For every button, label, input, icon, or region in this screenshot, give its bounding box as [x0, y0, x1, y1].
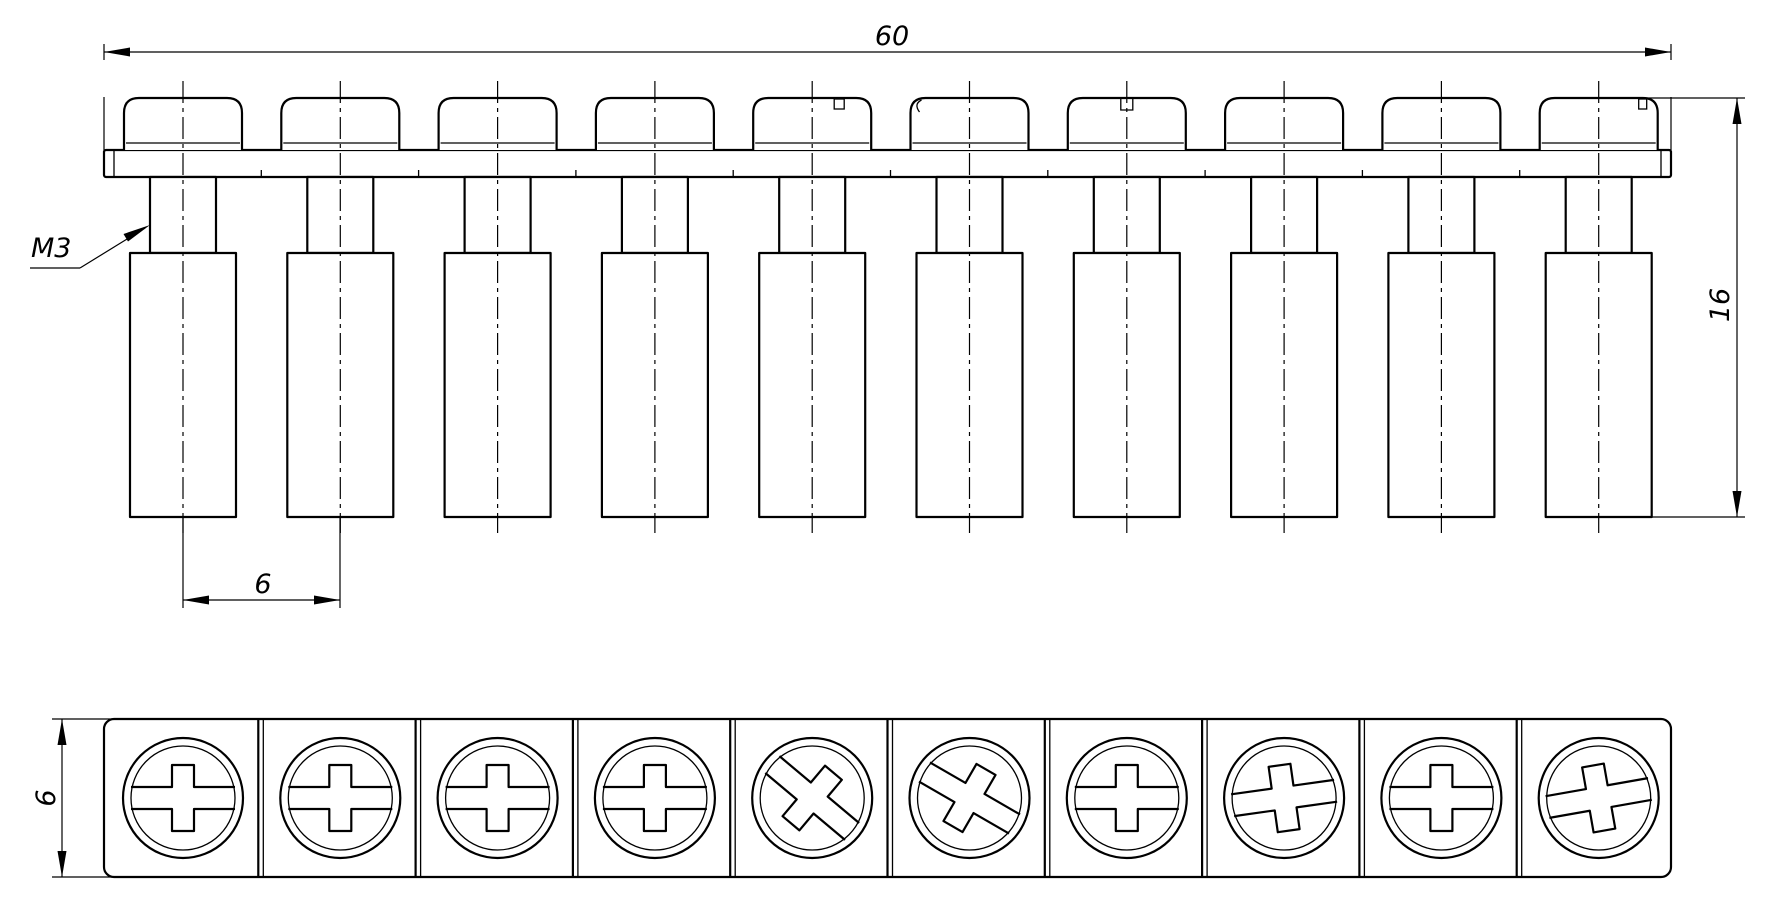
cross-slot — [1074, 763, 1179, 833]
dimension-width: 6 — [31, 718, 112, 878]
phillips-recess — [918, 761, 1021, 835]
phillips-recess — [1074, 763, 1179, 833]
terminal-cell-2 — [257, 719, 402, 877]
terminal-cell-3 — [414, 719, 559, 877]
screw-head-outer — [751, 736, 874, 860]
screw-head-inner — [1231, 745, 1337, 851]
phillips-recess — [1230, 762, 1338, 834]
screw-head-inner — [916, 745, 1023, 851]
pin-5 — [752, 81, 873, 533]
cross-slot — [764, 755, 860, 841]
top-view — [102, 717, 1673, 879]
slot-mark — [916, 99, 922, 113]
terminal-cell-1 — [121, 736, 245, 860]
phillips-recess — [764, 755, 860, 841]
screw-head-outer — [1065, 736, 1188, 860]
cross-slot — [1389, 763, 1494, 833]
phillips-recess — [445, 763, 550, 833]
terminal-cell-4 — [571, 719, 717, 877]
screw-head-outer — [593, 736, 717, 860]
screw-head-inner — [130, 745, 236, 851]
dim-text-width: 6 — [31, 789, 62, 806]
screw-head-outer — [436, 736, 559, 860]
phillips-recess — [131, 763, 235, 833]
pin-1 — [122, 81, 244, 533]
pin-9 — [1381, 81, 1502, 533]
screw-head-inner — [759, 745, 865, 851]
pin-4 — [594, 81, 715, 533]
cross-slot — [1545, 762, 1653, 834]
thread-callout: M3 — [30, 225, 150, 269]
dimension-height: 16 — [1598, 97, 1745, 518]
terminal-cell-7 — [1043, 719, 1188, 877]
pin-8 — [1224, 81, 1345, 533]
screw-head-inner — [1388, 745, 1495, 851]
slot-mark — [1638, 98, 1648, 110]
screw-head-outer — [279, 736, 402, 860]
screw-head-outer — [1222, 736, 1346, 860]
screw-head-outer — [1537, 736, 1660, 860]
terminal-cell-9 — [1358, 719, 1503, 877]
screw-head-outer — [1380, 736, 1503, 860]
phillips-recess — [1389, 763, 1494, 833]
screw-head-outer — [908, 736, 1031, 860]
pin-6 — [909, 81, 1030, 533]
bridge-bar — [102, 148, 1673, 179]
dim-text-height: 16 — [1705, 288, 1736, 322]
phillips-recess — [288, 763, 393, 833]
screw-head-outer — [121, 736, 245, 860]
cross-slot — [1230, 762, 1338, 834]
dim-text-length: 60 — [875, 21, 909, 52]
phillips-recess — [602, 763, 707, 833]
dim-text-pitch: 6 — [254, 569, 271, 600]
cross-slot — [288, 763, 393, 833]
pin-3 — [437, 81, 558, 533]
top-cells — [121, 719, 1660, 877]
cross-slot — [445, 763, 550, 833]
screw-head-inner — [444, 745, 551, 851]
front-pins — [122, 81, 1659, 533]
terminal-cell-8 — [1200, 719, 1346, 877]
phillips-recess — [1545, 762, 1653, 834]
screw-head-inner — [602, 745, 708, 851]
thread-label: M3 — [31, 233, 71, 264]
cross-slot — [602, 763, 707, 833]
screw-head-inner — [1074, 745, 1180, 851]
terminal-cell-6 — [886, 719, 1031, 877]
pin-7 — [1066, 81, 1187, 533]
terminal-cell-5 — [729, 719, 874, 877]
dimension-length: 60 — [103, 21, 1672, 150]
terminal-cell-10 — [1515, 719, 1660, 877]
pin-2 — [280, 81, 401, 533]
cross-slot — [918, 761, 1021, 835]
front-view — [102, 81, 1673, 533]
slot-mark — [833, 98, 845, 110]
screw-head-inner — [287, 745, 393, 851]
cross-slot — [131, 763, 235, 833]
dimension-pitch: 6 — [182, 517, 341, 608]
screw-head-inner — [1546, 745, 1652, 851]
pin-10 — [1538, 81, 1659, 533]
